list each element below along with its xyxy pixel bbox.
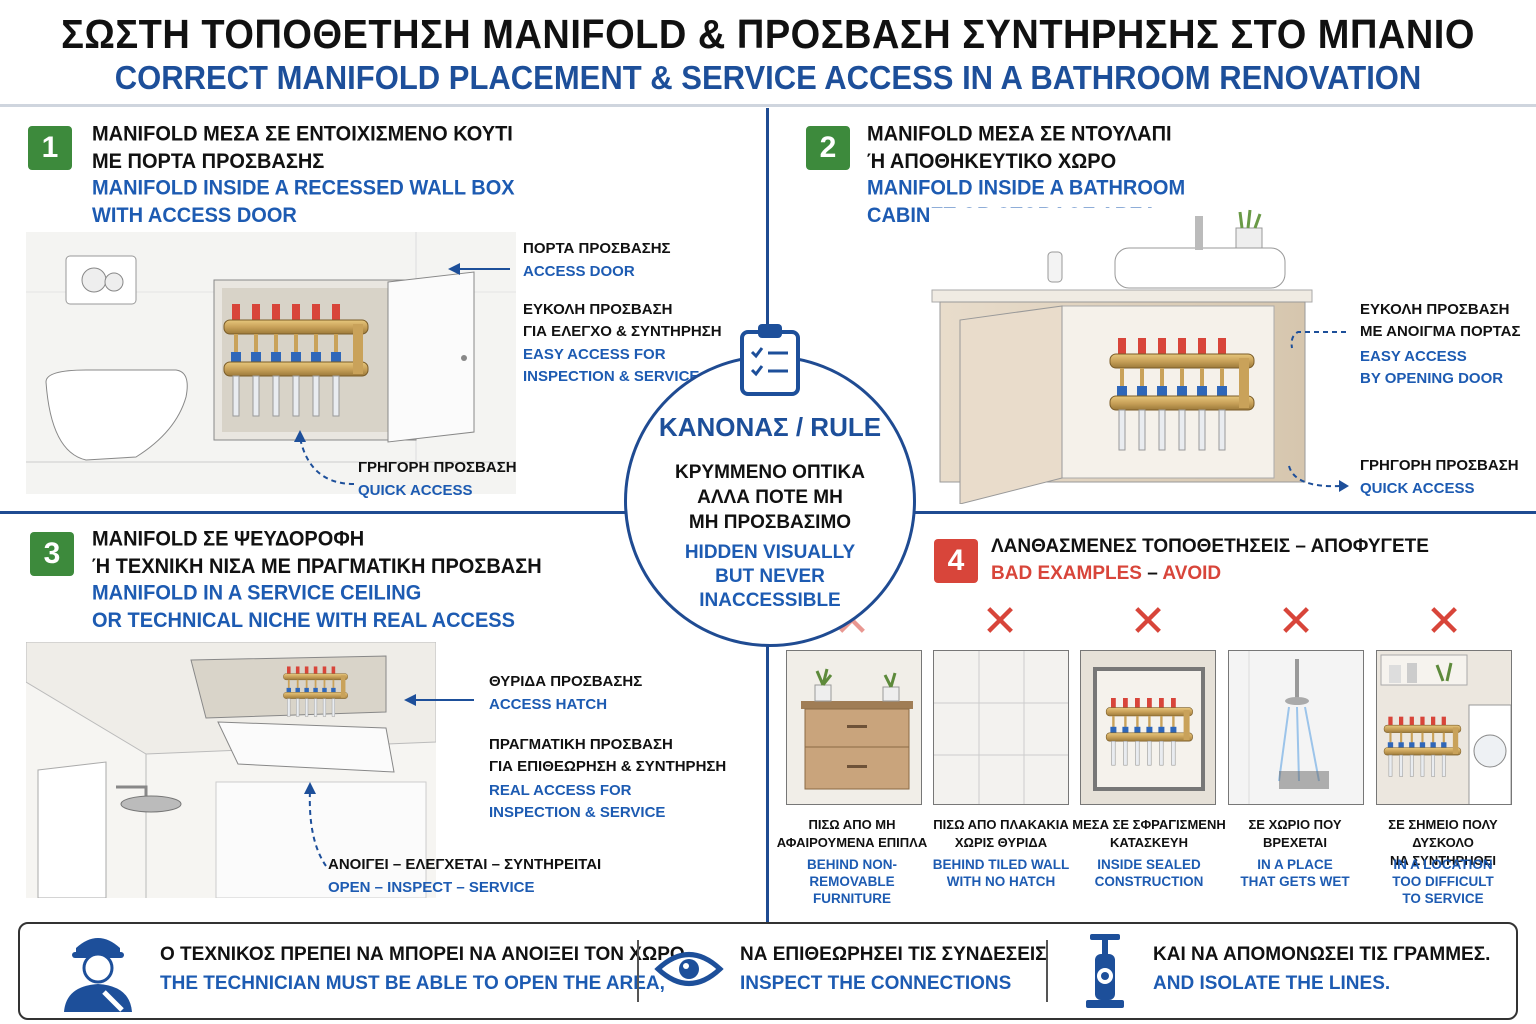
rule-circle — [624, 355, 916, 647]
section-3-title-greek: MANIFOLD ΣΕ ΨΕΥΔΟΡΟΦΗ Ή ΤΕΧΝΙΚΗ ΝΙΣΑ ΜΕ … — [92, 527, 542, 579]
header-divider — [0, 104, 1536, 107]
caption-sealed-greek: ΜΕΣΑ ΣΕ ΣΦΡΑΓΙΣΜΕΝΗ ΚΑΤΑΣΚΕΥΗ — [1072, 817, 1226, 850]
thumb-sealed-construction — [1080, 650, 1216, 805]
divider-horizontal-left — [0, 511, 626, 514]
label-quick-access-2-english: QUICK ACCESS — [1360, 480, 1475, 497]
rule-text-english: HIDDEN VISUALLY BUT NEVER INACCESSIBLE — [684, 542, 856, 611]
rule-text-greek: ΚΡΥΜΜΕΝΟ ΟΠΤΙΚΑ ΑΛΛΑ ΠΟΤΕ ΜΗ ΜΗ ΠΡΟΣΒΑΣΙ… — [675, 462, 865, 533]
caption-wet-greek: ΣΕ ΧΩΡΙΟ ΠΟΥ ΒΡΕΧΕΤΑΙ — [1248, 817, 1342, 850]
technician-icon — [64, 938, 132, 1012]
section-4-title-greek: ΛΑΝΘΑΣΜΕΝΕΣ ΤΟΠΟΘΕΤΗΣΕΙΣ – ΑΠΟΦΥΓΕΤΕ — [991, 536, 1429, 557]
label-easy-open-english: EASY ACCESS BY OPENING DOOR — [1360, 348, 1504, 387]
easy-access-arrow — [1290, 331, 1346, 349]
tip-3-greek: ΚΑΙ ΝΑ ΑΠΟΜΟΝΩΣΕΙ ΤΙΣ ΓΡΑΜΜΕΣ. — [1153, 944, 1491, 965]
caption-wet-english: IN A PLACE THAT GETS WET — [1240, 857, 1350, 889]
section-2-number: 2 — [806, 126, 850, 170]
access-door-arrow — [448, 263, 510, 275]
quick-access-arrow-2 — [1288, 465, 1349, 492]
bad-examples-label: BAD EXAMPLES — [991, 563, 1142, 584]
tip-1-greek: Ο ΤΕΧΝΙΚΟΣ ΠΡΕΠΕΙ ΝΑ ΜΠΟΡΕΙ ΝΑ ΑΝΟΙΞΕΙ Τ… — [160, 944, 690, 965]
thumb-difficult-location — [1376, 650, 1512, 805]
label-real-access-greek: ΠΡΑΓΜΑΤΙΚΗ ΠΡΟΣΒΑΣΗ ΓΙΑ ΕΠΙΘΕΩΡΗΣΗ & ΣΥΝ… — [489, 736, 727, 775]
footer-tips-box — [18, 922, 1518, 1020]
page-title-english: CORRECT MANIFOLD PLACEMENT & SERVICE ACC… — [114, 58, 1422, 97]
page-title-greek: ΣΩΣΤΗ ΤΟΠΟΘΕΤΗΣΗ MANIFOLD & ΠΡΟΣΒΑΣΗ ΣΥΝ… — [61, 12, 1475, 58]
section-1-number: 1 — [28, 126, 72, 170]
avoid-label: AVOID — [1162, 563, 1222, 584]
eye-icon — [654, 952, 724, 986]
quick-access-arrow — [294, 430, 355, 485]
label-quick-access-2-greek: ΓΡΗΓΟΡΗ ΠΡΟΣΒΑΣΗ — [1360, 457, 1519, 474]
tip-2-greek: ΝΑ ΕΠΙΘΕΩΡΗΣΕΙ ΤΙΣ ΣΥΝΔΕΣΕΙΣ — [740, 944, 1047, 965]
label-easy-access-greek: ΕΥΚΟΛΗ ΠΡΟΣΒΑΣΗ ΓΙΑ ΕΛΕΓΧΟ & ΣΥΝΤΗΡΗΣΗ — [523, 301, 722, 340]
thumb-behind-tiles — [933, 650, 1069, 805]
caption-tiles-greek: ΠΙΣΩ ΑΠΟ ΠΛΑΚΑΚΙΑ ΧΩΡΙΣ ΘΥΡΙΔΑ — [933, 817, 1069, 850]
clipboard-checklist-icon — [740, 324, 800, 396]
footer-separator-1 — [637, 940, 639, 1002]
thumb-behind-furniture — [786, 650, 922, 805]
open-inspect-arrow — [304, 782, 327, 867]
footer-separator-2 — [1046, 940, 1048, 1002]
cross-icon: ✕ — [981, 597, 1019, 646]
thumb-wet-place — [1228, 650, 1364, 805]
divider-horizontal-right — [914, 511, 1536, 514]
label-open-inspect-english: OPEN – INSPECT – SERVICE — [328, 879, 535, 896]
wall-box-illustration — [26, 232, 516, 494]
section-1-title-greek: MANIFOLD ΜΕΣΑ ΣΕ ΕΝΤΟΙΧΙΣΜΕΝΟ ΚΟΥΤΙ ΜΕ Π… — [92, 122, 513, 174]
label-quick-access-greek: ΓΡΗΓΟΡΗ ΠΡΟΣΒΑΣΗ — [358, 459, 517, 476]
label-quick-access-english: QUICK ACCESS — [358, 482, 473, 499]
label-easy-access-english: EASY ACCESS FOR INSPECTION & SERVICE — [523, 346, 700, 385]
cabinet-illustration — [930, 208, 1315, 504]
rule-title: ΚΑΝΟΝΑΣ / RULE — [658, 412, 882, 442]
valve-icon — [1086, 934, 1124, 1008]
caption-furniture-english: BEHIND NON- REMOVABLE FURNITURE — [807, 857, 897, 906]
cross-icon: ✕ — [1129, 597, 1167, 646]
section-4-title-english: BAD EXAMPLES – AVOID — [991, 563, 1221, 585]
divider-vertical-bottom — [766, 645, 769, 922]
label-real-access-english: REAL ACCESS FOR INSPECTION & SERVICE — [489, 782, 666, 821]
tip-1-english: THE TECHNICIAN MUST BE ABLE TO OPEN THE … — [160, 973, 665, 994]
caption-difficult-greek: ΣΕ ΣΗΜΕΙΟ ΠΟΛΥ ΔΥΣΚΟΛΟ ΝΑ ΣΥΝΤΗΡΗΘΕΙ — [1388, 817, 1498, 868]
section-3-title-english: MANIFOLD IN A SERVICE CEILING OR TECHNIC… — [92, 581, 515, 633]
caption-difficult-english: IN A LOCATION TOO DIFFICULT TO SERVICE — [1392, 857, 1494, 906]
caption-furniture-greek: ΠΙΣΩ ΑΠΟ ΜΗ ΑΦΑΙΡΟΥΜΕΝΑ ΕΠΙΠΛΑ — [776, 817, 928, 850]
caption-tiles-english: BEHIND TILED WALL WITH NO HATCH — [932, 857, 1070, 889]
section-3-number: 3 — [30, 532, 74, 576]
tip-2-english: INSPECT THE CONNECTIONS — [740, 973, 1012, 994]
label-access-hatch-english: ACCESS HATCH — [489, 696, 608, 713]
label-access-hatch-greek: ΘΥΡΙΔΑ ΠΡΟΣΒΑΣΗΣ — [489, 673, 643, 690]
cross-icon: ✕ — [1425, 597, 1463, 646]
cross-icon: ✕ — [1277, 597, 1315, 646]
caption-sealed-english: INSIDE SEALED CONSTRUCTION — [1094, 857, 1204, 889]
divider-vertical-top — [766, 108, 769, 358]
label-access-door-greek: ΠΟΡΤΑ ΠΡΟΣΒΑΣΗΣ — [523, 240, 671, 257]
tip-3-english: AND ISOLATE THE LINES. — [1153, 973, 1391, 994]
service-ceiling-illustration — [26, 642, 436, 898]
section-4-number: 4 — [934, 539, 978, 583]
bad-examples-separator: – — [1141, 563, 1163, 584]
label-easy-open-greek: ΕΥΚΟΛΗ ΠΡΟΣΒΑΣΗ ΜΕ ΑΝΟΙΓΜΑ ΠΟΡΤΑΣ — [1360, 301, 1521, 340]
label-open-inspect-greek: ΑΝΟΙΓΕΙ – ΕΛΕΓΧΕΤΑΙ – ΣΥΝΤΗΡΕΙΤΑΙ — [328, 856, 602, 873]
section-2-title-greek: MANIFOLD ΜΕΣΑ ΣΕ ΝΤΟΥΛΑΠΙ Ή ΑΠΟΘΗΚΕΥΤΙΚΟ… — [867, 122, 1172, 174]
access-hatch-arrow — [404, 694, 474, 706]
section-1-title-english: MANIFOLD INSIDE A RECESSED WALL BOX WITH… — [92, 176, 515, 228]
label-access-door-english: ACCESS DOOR — [523, 263, 635, 280]
